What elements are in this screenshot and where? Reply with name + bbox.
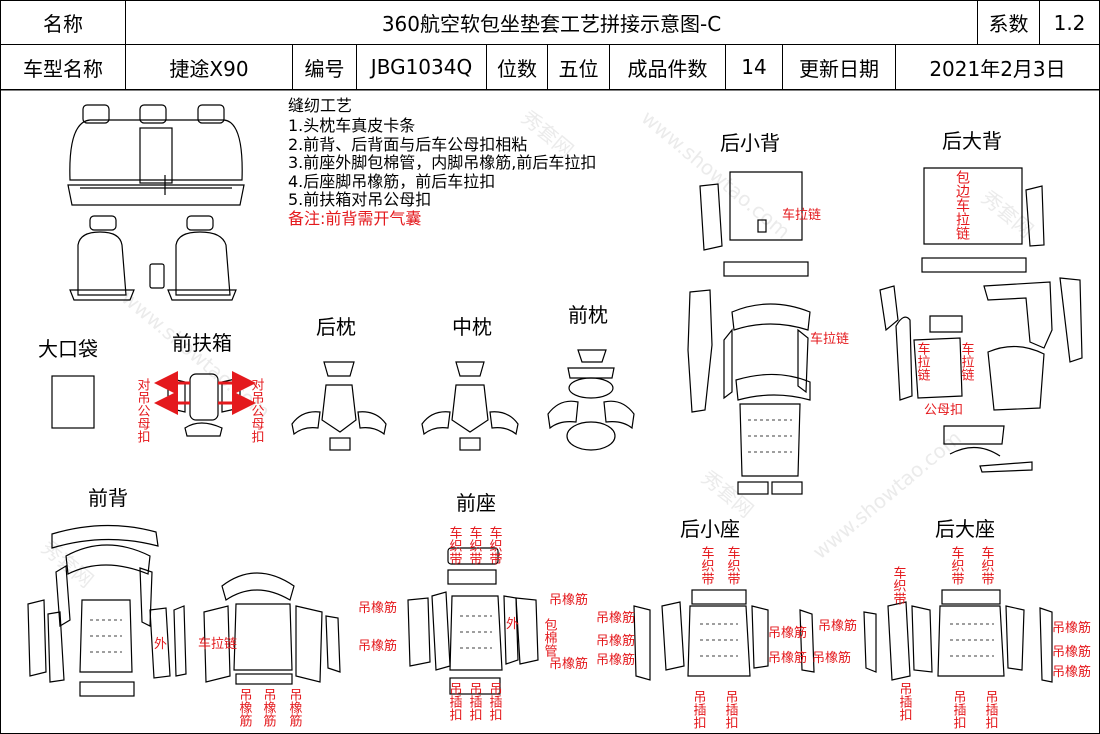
- wrap-zipper-annotation: 包边车拉链: [954, 170, 970, 241]
- elastic-annotation: 吊橡筋: [237, 688, 253, 727]
- coef-label: 系数: [977, 0, 1040, 45]
- hang-clip-annotation: 吊插扣: [467, 682, 483, 721]
- stitch-lines: [460, 615, 492, 649]
- wrap-tube-annotation: 包棉管: [542, 618, 558, 658]
- webbing-annotation: 车织带: [979, 545, 995, 585]
- armrest-arrows: [154, 371, 256, 415]
- section-label: 后大背: [942, 129, 1002, 153]
- big-pocket-piece: [51, 375, 95, 429]
- elastic-annotation: 吊橡筋: [768, 650, 807, 666]
- webbing-annotation: 车织带: [725, 545, 741, 585]
- elastic-annotation: 吊橡筋: [1052, 620, 1091, 636]
- mid-headrest-pieces: [421, 361, 519, 451]
- front-seat-pieces: [407, 547, 539, 695]
- code-label: 编号: [292, 44, 357, 90]
- code-value: JBG1034Q: [356, 44, 487, 90]
- stitch-lines: [748, 419, 792, 453]
- model-value: 捷途X90: [125, 44, 293, 90]
- note-item: 2.前背、后背面与后车公母扣相粘: [288, 135, 527, 154]
- elastic-annotation: 吊橡筋: [358, 600, 397, 616]
- hang-clip-annotation: 吊插扣: [951, 690, 967, 729]
- zipper-annotation: 车拉链: [782, 207, 821, 223]
- section-label: 后小座: [680, 517, 740, 541]
- rear-small-seat-pieces: [633, 589, 815, 681]
- note-item: 1.头枕车真皮卡条: [288, 116, 415, 135]
- outer-annotation: 外: [154, 637, 167, 652]
- elastic-annotation: 吊橡筋: [549, 656, 588, 672]
- front-seats-overview: [69, 215, 237, 301]
- watermark-en: www.showtao.com: [637, 105, 795, 243]
- elastic-annotation: 吊橡筋: [549, 592, 588, 608]
- seats-label: 位数: [486, 44, 548, 90]
- hang-clip-annotation: 吊插扣: [723, 690, 739, 729]
- webbing-annotation: 车织带: [487, 525, 503, 565]
- note-item: 3.前座外脚包棉管，内脚吊橡筋,前后车拉扣: [288, 153, 596, 172]
- zipper-annotation: 车拉链: [959, 341, 975, 382]
- webbing-annotation: 车织带: [447, 525, 463, 565]
- hang-clip-annotation: 吊插扣: [897, 682, 913, 721]
- section-label: 大口袋: [38, 337, 98, 361]
- date-value: 2021年2月3日: [895, 44, 1100, 90]
- elastic-annotation: 吊橡筋: [287, 688, 303, 727]
- hang-snap-annotation: 对吊公母扣: [249, 378, 265, 443]
- note-item: 4.后座脚吊橡筋，前后车拉扣: [288, 172, 495, 191]
- outer-annotation: 外: [506, 617, 519, 632]
- stitch-lines: [700, 623, 738, 657]
- hang-clip-annotation: 吊插扣: [447, 682, 463, 721]
- elastic-annotation: 吊橡筋: [768, 625, 807, 641]
- notes-title: 缝纫工艺: [288, 96, 352, 115]
- elastic-annotation: 吊橡筋: [1052, 664, 1091, 680]
- header-table: 名称 360航空软包坐垫套工艺拼接示意图-C 系数 1.2 车型名称 捷途X90…: [0, 0, 1100, 90]
- sewing-notes: 缝纫工艺 1.头枕车真皮卡条 2.前背、后背面与后车公母扣相粘 3.前座外脚包棉…: [288, 96, 596, 228]
- coef-value: 1.2: [1039, 0, 1100, 45]
- section-label: 前枕: [568, 303, 608, 327]
- rear-small-back-pieces: [687, 171, 811, 495]
- front-back-pieces: [27, 524, 341, 697]
- section-label: 后小背: [720, 131, 780, 155]
- stitch-lines: [90, 619, 122, 653]
- section-label: 前座: [456, 491, 496, 515]
- elastic-annotation: 吊橡筋: [261, 688, 277, 727]
- notes-remark: 备注:前背需开气囊: [288, 209, 421, 228]
- note-item: 5.前扶箱对吊公母扣: [288, 190, 431, 209]
- section-label: 中枕: [452, 315, 492, 339]
- webbing-annotation: 车织带: [891, 565, 907, 605]
- hang-snap-annotation: 对吊公母扣: [135, 378, 151, 443]
- zipper-annotation: 车拉链: [810, 331, 849, 347]
- zipper-annotation: 车拉链: [915, 341, 931, 382]
- webbing-annotation: 车织带: [699, 545, 715, 585]
- stitch-lines: [950, 623, 994, 657]
- section-label: 前背: [88, 486, 128, 510]
- elastic-annotation: 吊橡筋: [812, 650, 851, 666]
- section-label: 前扶箱: [172, 331, 232, 355]
- watermark-en: www.showtao.com: [808, 426, 966, 564]
- rear-seat-overview: [67, 104, 245, 206]
- hang-clip-annotation: 吊插扣: [983, 690, 999, 729]
- zipper-annotation: 车拉链: [198, 636, 237, 652]
- elastic-annotation: 吊橡筋: [596, 633, 635, 649]
- name-label: 名称: [0, 0, 126, 45]
- elastic-annotation: 吊橡筋: [596, 652, 635, 668]
- section-label: 后枕: [316, 315, 356, 339]
- snap-annotation: 公母扣: [924, 403, 963, 418]
- rear-big-seat-pieces: [863, 589, 1053, 683]
- hang-clip-annotation: 吊插扣: [487, 682, 503, 721]
- webbing-annotation: 车织带: [949, 545, 965, 585]
- model-label: 车型名称: [0, 44, 126, 90]
- webbing-annotation: 车织带: [467, 525, 483, 565]
- elastic-annotation: 吊橡筋: [1052, 644, 1091, 660]
- front-headrest-pieces: [547, 349, 635, 451]
- elastic-annotation: 吊橡筋: [596, 610, 635, 626]
- rear-big-back-pieces: [879, 167, 1083, 473]
- seats-value: 五位: [547, 44, 610, 90]
- elastic-annotation: 吊橡筋: [818, 618, 857, 634]
- elastic-annotation: 吊橡筋: [358, 638, 397, 654]
- rear-headrest-pieces: [291, 361, 387, 451]
- hang-clip-annotation: 吊插扣: [691, 690, 707, 729]
- section-label: 后大座: [935, 517, 995, 541]
